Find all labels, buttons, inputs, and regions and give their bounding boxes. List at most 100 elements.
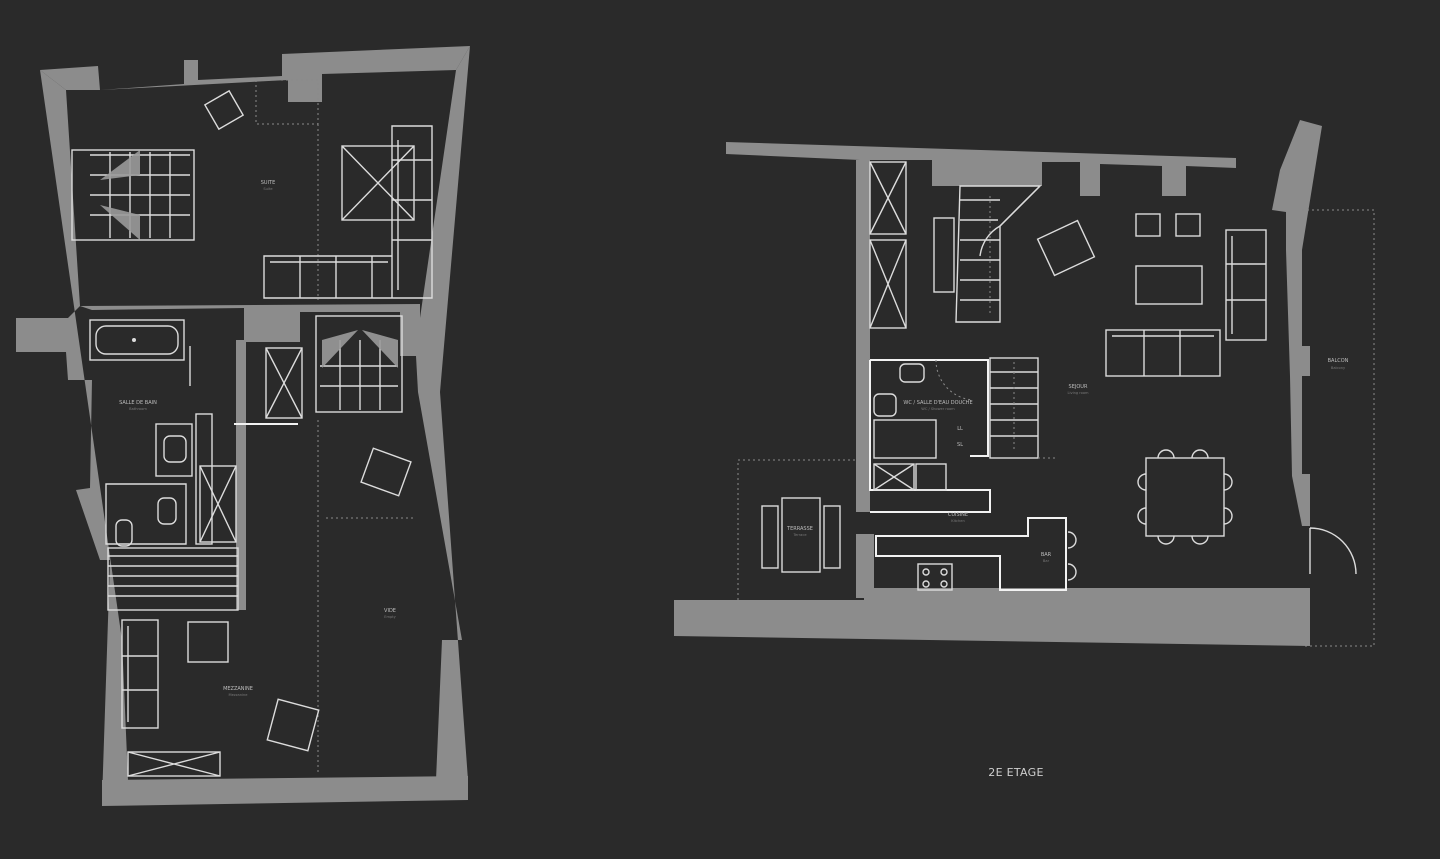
- bench-icon: [761, 505, 779, 569]
- cabinet-icon: [873, 463, 915, 491]
- closet-icon: [869, 161, 907, 235]
- lamp-light-icon: [100, 150, 140, 180]
- stair-steps: [960, 185, 1041, 301]
- coffee-table-icon: [1135, 265, 1203, 305]
- storage-cross: [127, 751, 221, 777]
- sofa-icon: [1225, 229, 1267, 341]
- burner: [922, 580, 930, 588]
- room-label-wm: LL: [957, 426, 963, 432]
- armchair-icon: [360, 447, 412, 497]
- balcony-outline: [1302, 209, 1375, 647]
- sink-icon: [873, 393, 897, 417]
- bench-icon: [823, 505, 841, 569]
- room-label-bathroom: SALLE DE BAIN: [119, 400, 157, 406]
- void-divider: [317, 420, 416, 774]
- towel-rack-cross: [199, 465, 237, 543]
- wardrobe-outline: [255, 79, 319, 125]
- stool-icon: [1175, 213, 1201, 237]
- left-wall-right-upper: [400, 46, 470, 392]
- lamp-light-icon: [362, 330, 398, 368]
- left-floor-plan: SUITE Suite SALLE DE BAIN Bathroom: [16, 46, 470, 806]
- room-sub-living: Living room: [1067, 391, 1089, 395]
- armchair-icon: [203, 89, 245, 131]
- room-sub-mezzanine: Mezzanine: [228, 693, 248, 697]
- sink-bowl: [163, 435, 187, 463]
- bed-grid: [320, 340, 398, 410]
- storage-icon: [127, 751, 221, 777]
- drain-icon: [132, 338, 136, 342]
- room-sub-terrace: Terrace: [792, 533, 807, 537]
- right-wall-corner: [1272, 120, 1322, 250]
- room-sub-kitchen: Kitchen: [951, 519, 965, 523]
- burner: [922, 568, 930, 576]
- balcony-door-icon: [1309, 527, 1357, 575]
- sink-icon: [155, 423, 193, 477]
- burner: [940, 568, 948, 576]
- right-wall-bottom: [674, 588, 1310, 646]
- sofa-icon: [1105, 329, 1221, 377]
- lamp-light-icon: [100, 205, 140, 240]
- terrace-outline: [737, 459, 856, 600]
- towel-rack: [199, 465, 237, 543]
- sofa-icon: [263, 125, 433, 299]
- sofa-icon: [121, 619, 159, 729]
- left-wall-right-lower: [418, 392, 468, 780]
- room-label-balcony: BALCON: [1328, 358, 1349, 364]
- room-label-terrace: TERRASSE: [786, 526, 813, 532]
- dining-chairs-icon: [1137, 449, 1233, 545]
- kitchen-counter: [875, 517, 1067, 591]
- room-label-bar: BAR: [1041, 552, 1052, 558]
- wardrobe-icon: [265, 347, 303, 419]
- wardrobe-cross: [265, 347, 303, 419]
- closet-cross: [869, 239, 907, 329]
- rug-cross: [341, 145, 415, 221]
- room-sub-bar: Bar: [1043, 559, 1050, 563]
- toilet-icon: [899, 363, 925, 383]
- burner: [940, 580, 948, 588]
- room-sub-bathroom: Bathroom: [129, 407, 147, 411]
- door-arc: [935, 359, 973, 401]
- floor-title: 2E ETAGE: [988, 766, 1043, 779]
- cabinet-icon: [933, 217, 955, 293]
- room-sub-suite: Suite: [263, 187, 273, 191]
- armchair-icon: [266, 698, 320, 752]
- sink-icon: [915, 463, 947, 491]
- staircase-icon: [989, 357, 1039, 459]
- shower-icon: [873, 419, 937, 459]
- armchair-icon: [1036, 219, 1096, 277]
- room-label-void: VIDE: [384, 608, 396, 614]
- closet-icon: [869, 239, 907, 329]
- lamp-light-icon: [322, 330, 358, 368]
- shower-icon: [195, 413, 213, 545]
- left-wall-mid: [80, 304, 420, 342]
- terrace-table-icon: [781, 497, 821, 573]
- staircase-icon: [107, 547, 239, 611]
- room-label-suite: SUITE: [261, 180, 276, 186]
- right-wall-top: [726, 142, 1236, 196]
- left-wall-top: [40, 46, 470, 102]
- room-label-wc: WC / SALLE D'EAU DOUCHE: [903, 400, 972, 406]
- room-sub-wc: WC / Shower room: [921, 407, 955, 411]
- bidet-icon: [157, 497, 177, 525]
- sofa-cushions: [299, 159, 432, 298]
- room-sub-balcony: Balcony: [1331, 366, 1346, 370]
- room-sub-void: Empty: [384, 615, 396, 619]
- wc-walls: [869, 359, 991, 513]
- right-wall-stub: [856, 534, 874, 598]
- sofa-cushions: [1112, 330, 1214, 376]
- bed-icon: [315, 315, 403, 413]
- partition: [105, 483, 187, 545]
- room-sub-wm: SL: [957, 442, 963, 448]
- right-wall-right: [1286, 250, 1310, 526]
- stair-steps: [108, 555, 238, 597]
- stool-icon: [1135, 213, 1161, 237]
- dining-table-icon: [1145, 457, 1225, 537]
- toilet-icon: [115, 519, 133, 547]
- rug-icon: [341, 145, 415, 221]
- room-label-mezzanine: MEZZANINE: [223, 686, 253, 692]
- right-walls: [674, 120, 1322, 646]
- staircase-icon: [955, 185, 1042, 323]
- stair-path: [1013, 362, 1056, 459]
- left-wall-bottom: [102, 776, 468, 806]
